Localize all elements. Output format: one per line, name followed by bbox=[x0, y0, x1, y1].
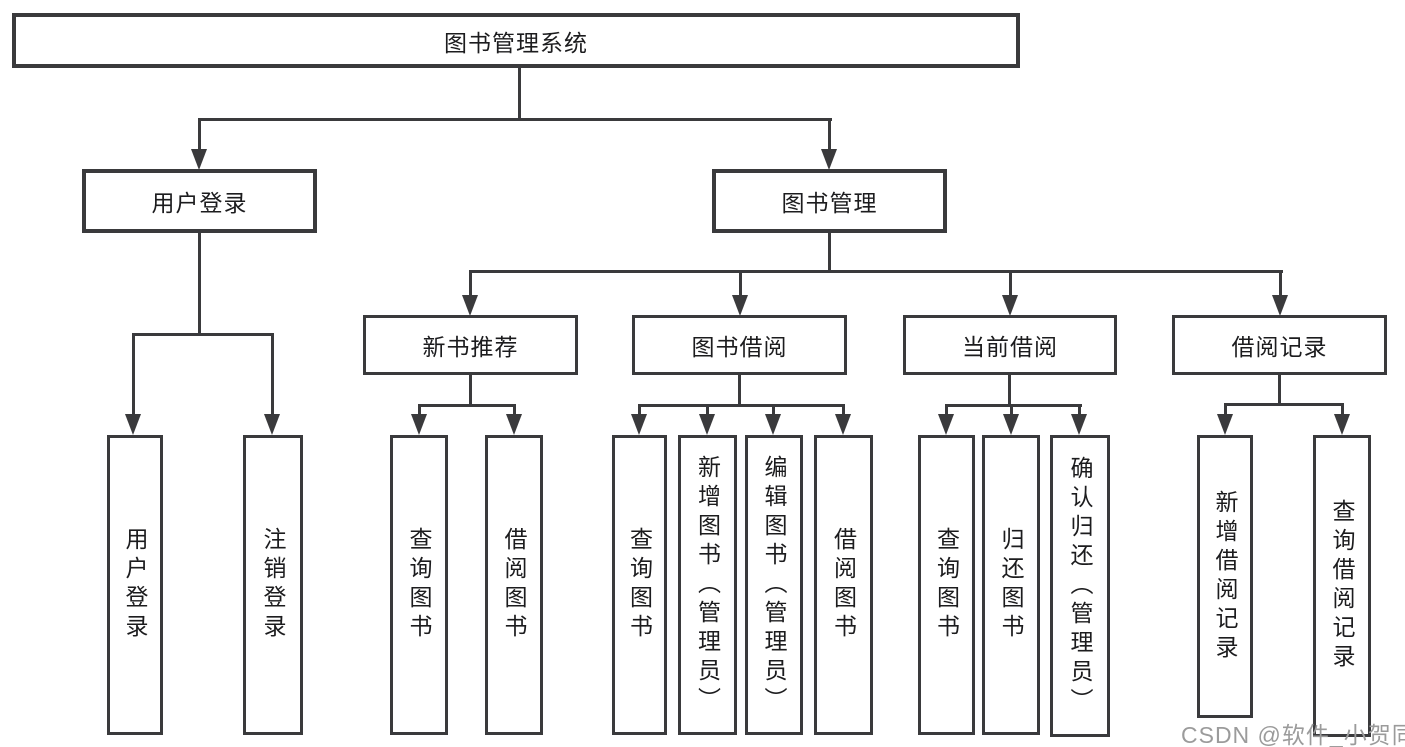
node-borrow-record: 借阅记录 bbox=[1172, 315, 1387, 375]
node-query-book-current: 查询图书 bbox=[918, 435, 975, 735]
branch-line bbox=[132, 333, 274, 336]
arrow-down-icon bbox=[1071, 414, 1087, 435]
node-query-book-borrow: 查询图书 bbox=[612, 435, 667, 735]
node-confirm-return-admin: 确认归还（管理员） bbox=[1050, 435, 1110, 737]
drop-line bbox=[418, 404, 421, 416]
drop-line bbox=[469, 270, 472, 297]
drop-line bbox=[1010, 404, 1013, 416]
watermark-text: CSDN @软件_小贺同学 bbox=[1181, 722, 1405, 747]
drop-line bbox=[1224, 403, 1227, 416]
drop-line bbox=[513, 404, 516, 416]
drop-line bbox=[706, 404, 709, 416]
arrow-down-icon bbox=[631, 414, 647, 435]
drop-line bbox=[772, 404, 775, 416]
arrow-down-icon bbox=[1334, 414, 1350, 435]
arrow-down-icon bbox=[1272, 295, 1288, 316]
drop-line bbox=[198, 118, 201, 152]
trunk-line bbox=[198, 231, 201, 336]
trunk-line bbox=[469, 373, 472, 407]
node-book-management: 图书管理 bbox=[712, 169, 947, 233]
trunk-line bbox=[738, 373, 741, 407]
drop-line bbox=[1078, 404, 1081, 416]
node-new-book-recommend: 新书推荐 bbox=[363, 315, 578, 375]
arrow-down-icon bbox=[765, 414, 781, 435]
node-user-login-leaf: 用户登录 bbox=[107, 435, 163, 735]
arrow-down-icon bbox=[411, 414, 427, 435]
drop-line bbox=[271, 333, 274, 416]
node-edit-book-admin: 编辑图书（管理员） bbox=[745, 435, 803, 735]
arrow-down-icon bbox=[732, 295, 748, 316]
branch-line bbox=[418, 404, 516, 407]
branch-line bbox=[638, 404, 844, 407]
drop-line bbox=[1009, 270, 1012, 297]
node-library-management-system: 图书管理系统 bbox=[12, 13, 1020, 68]
trunk-line bbox=[1278, 373, 1281, 406]
arrow-down-icon bbox=[1217, 414, 1233, 435]
drop-line bbox=[828, 118, 831, 152]
arrow-down-icon bbox=[462, 295, 478, 316]
drop-line bbox=[638, 404, 641, 416]
node-user-login: 用户登录 bbox=[82, 169, 317, 233]
branch-line bbox=[945, 404, 1082, 407]
arrow-down-icon bbox=[835, 414, 851, 435]
arrow-down-icon bbox=[191, 149, 207, 170]
node-add-book-admin: 新增图书（管理员） bbox=[678, 435, 737, 735]
arrow-down-icon bbox=[125, 414, 141, 435]
node-return-book: 归还图书 bbox=[982, 435, 1040, 735]
arrow-down-icon bbox=[506, 414, 522, 435]
arrow-down-icon bbox=[699, 414, 715, 435]
node-add-borrow-record: 新增借阅记录 bbox=[1197, 435, 1253, 718]
branch-line bbox=[1224, 403, 1344, 406]
drop-line bbox=[132, 333, 135, 416]
arrow-down-icon bbox=[821, 149, 837, 170]
drop-line bbox=[1341, 403, 1344, 416]
arrow-down-icon bbox=[938, 414, 954, 435]
node-logout-leaf: 注销登录 bbox=[243, 435, 303, 735]
node-borrow-book-recommend: 借阅图书 bbox=[485, 435, 543, 735]
drop-line bbox=[739, 270, 742, 297]
trunk-line bbox=[1008, 373, 1011, 407]
drop-line bbox=[945, 404, 948, 416]
trunk-line bbox=[828, 231, 831, 273]
node-current-borrow: 当前借阅 bbox=[903, 315, 1117, 375]
trunk-line bbox=[518, 66, 521, 120]
drop-line bbox=[1279, 270, 1282, 297]
drop-line bbox=[842, 404, 845, 416]
branch-line bbox=[198, 118, 832, 121]
node-query-book-recommend: 查询图书 bbox=[390, 435, 448, 735]
arrow-down-icon bbox=[1003, 414, 1019, 435]
node-book-borrow: 图书借阅 bbox=[632, 315, 847, 375]
branch-line bbox=[469, 270, 1283, 273]
arrow-down-icon bbox=[264, 414, 280, 435]
node-query-borrow-record: 查询借阅记录 bbox=[1313, 435, 1371, 737]
node-borrow-book-leaf: 借阅图书 bbox=[814, 435, 873, 735]
arrow-down-icon bbox=[1002, 295, 1018, 316]
